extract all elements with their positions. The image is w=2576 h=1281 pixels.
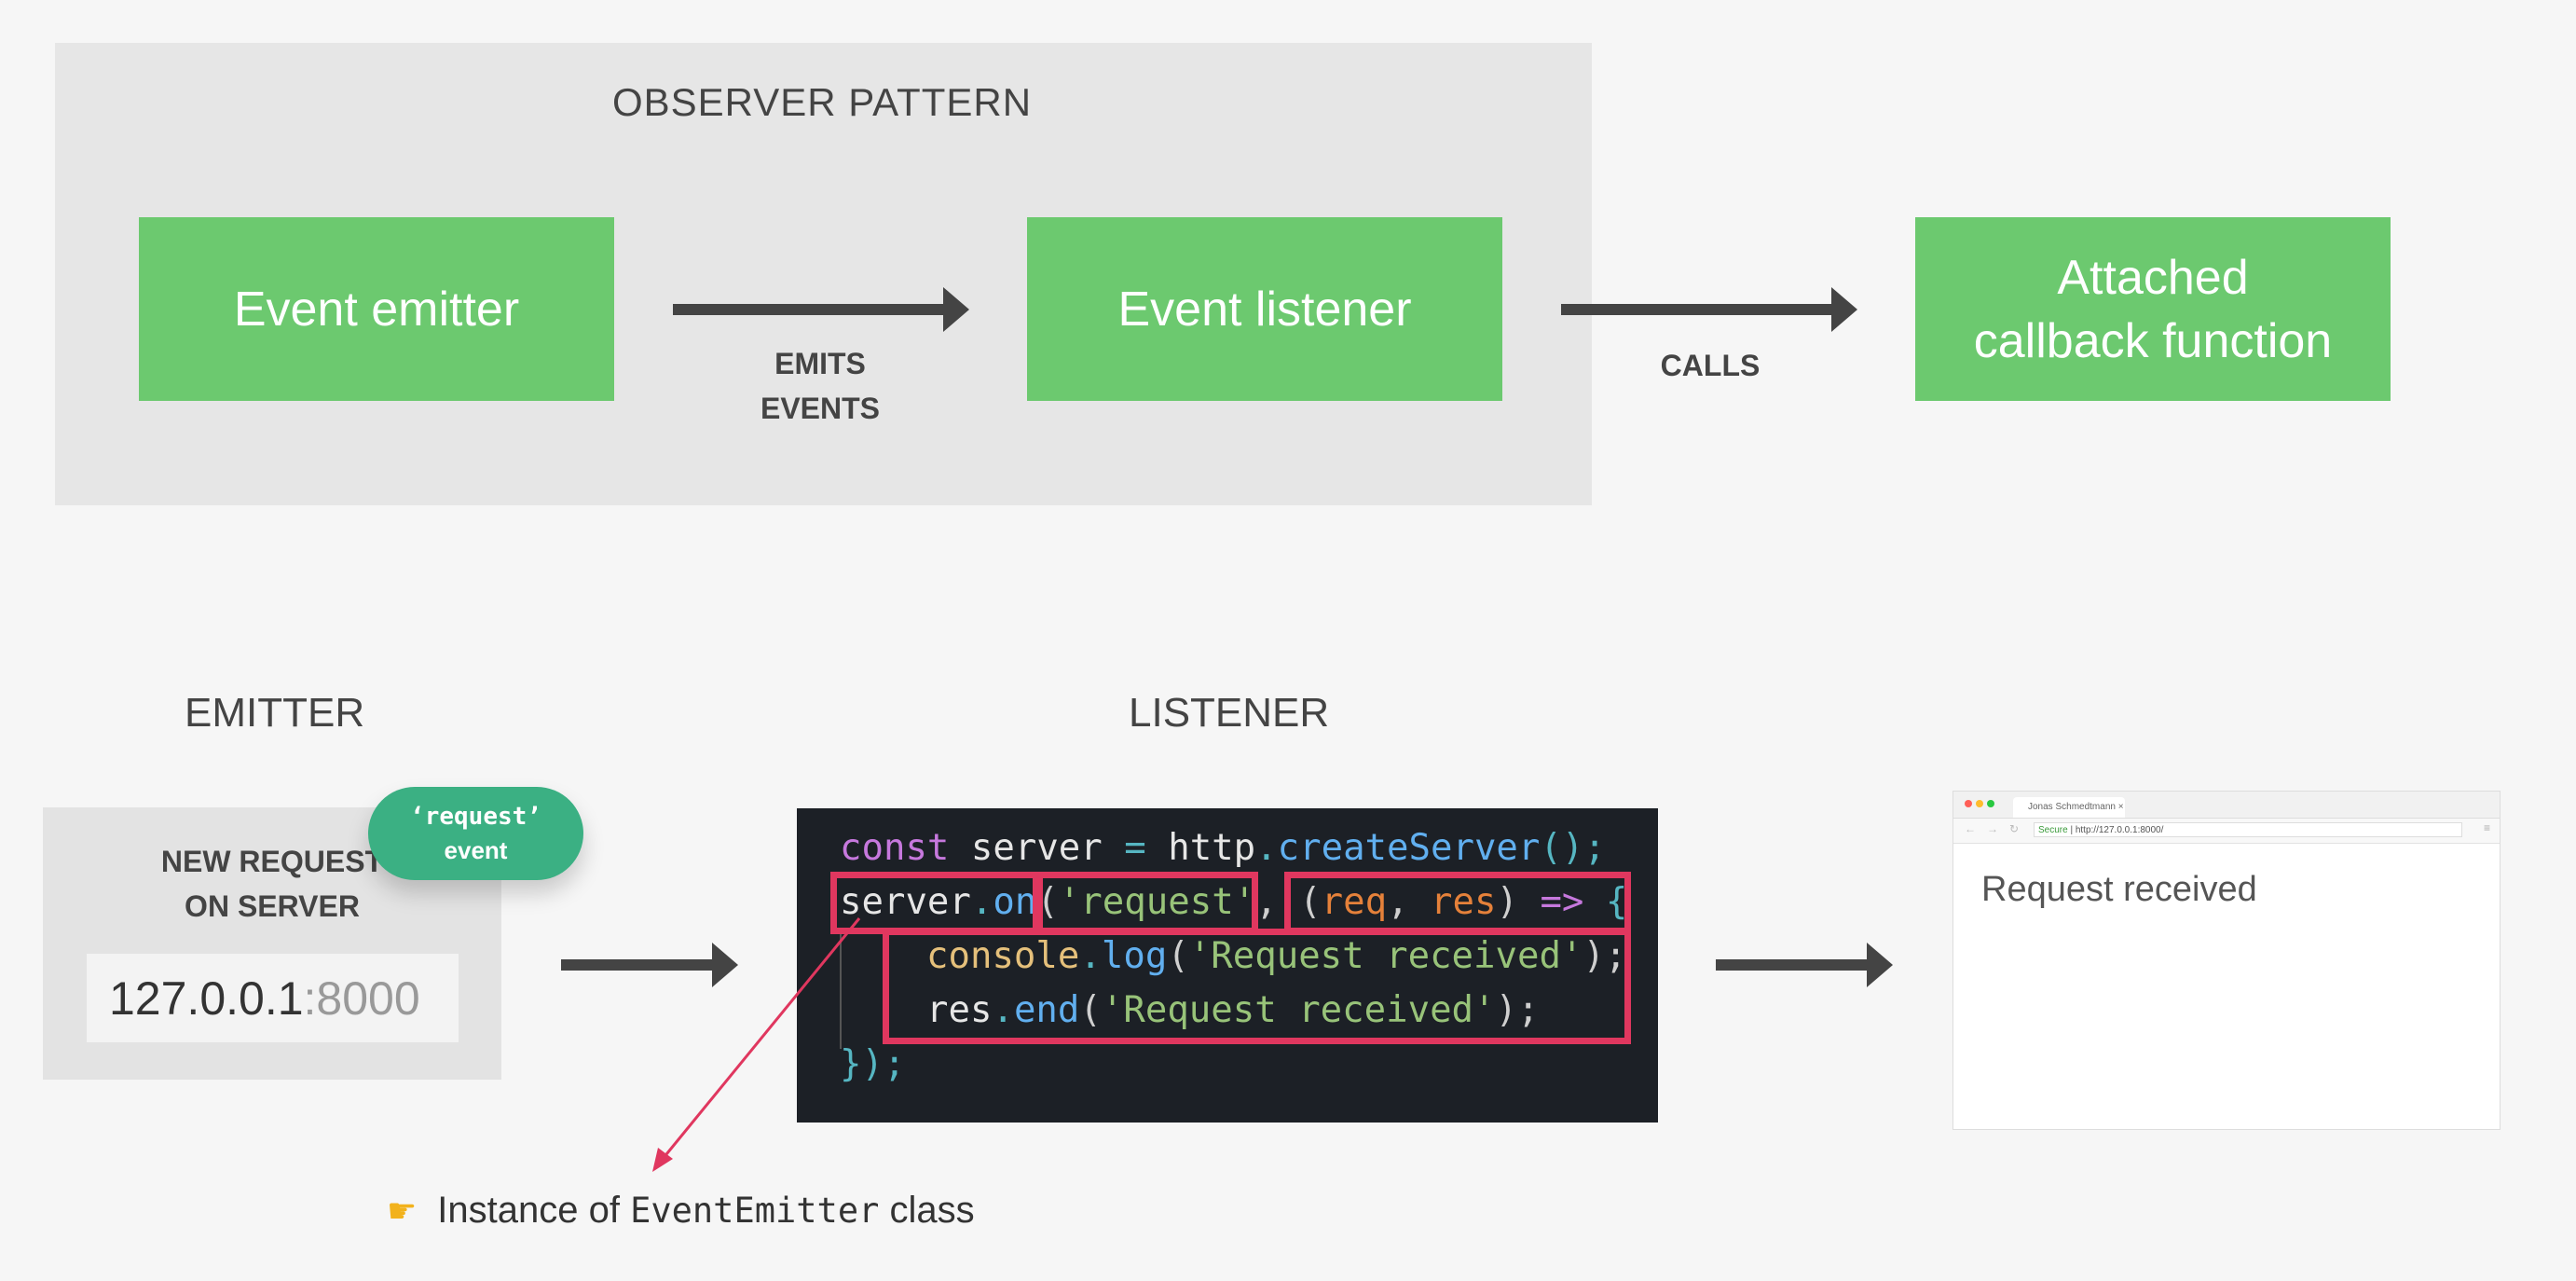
pointing-hand-icon: ☛ <box>387 1191 418 1230</box>
listener-to-browser-arrow-line <box>1716 959 1874 971</box>
ip-address: 127.0.0.1 <box>109 971 304 1025</box>
callback-function-box: Attached callback function <box>1915 217 2391 401</box>
ip-address-box: 127.0.0.1:8000 <box>87 954 459 1042</box>
maximize-dot-icon[interactable] <box>1987 800 1994 807</box>
callback-function-label: Attached callback function <box>1973 250 2333 368</box>
secure-label: Secure <box>2038 825 2068 835</box>
tab-close-icon[interactable]: × <box>2117 802 2124 812</box>
browser-menu-icon[interactable]: ≡ <box>2483 821 2490 834</box>
listener-code-block: const server = http.createServer(); serv… <box>797 808 1658 1123</box>
forward-icon[interactable]: → <box>1987 822 1998 835</box>
event-listener-label: Event listener <box>1117 282 1412 337</box>
highlight-callback-body <box>883 929 1631 1044</box>
request-event-name: ‘request’ <box>410 803 541 831</box>
footnote-class-name: EventEmitter <box>630 1191 880 1231</box>
request-event-word: event <box>444 836 508 864</box>
emits-events-label: EMITS EVENTS <box>760 347 881 425</box>
event-listener-box: Event listener <box>1027 217 1502 401</box>
emits-arrow-head <box>943 287 969 332</box>
page-content: Request received <box>1981 870 2257 909</box>
new-request-text: NEW REQUEST ON SERVER <box>160 845 384 923</box>
footnote-prefix: Instance of <box>437 1190 631 1231</box>
url-text: http://127.0.0.1:8000/ <box>2075 825 2164 835</box>
listener-section-title: LISTENER <box>1129 690 1330 736</box>
emitter-to-listener-arrow-line <box>561 959 719 971</box>
calls-arrow-head <box>1831 287 1857 332</box>
minimize-dot-icon[interactable] <box>1976 800 1983 807</box>
footnote-suffix: class <box>879 1190 975 1231</box>
event-emitter-label: Event emitter <box>233 282 520 337</box>
emits-arrow-line <box>673 304 952 315</box>
footnote: ☛ Instance of EventEmitter class <box>387 1190 975 1232</box>
code-line-3: console.log('Request received'); <box>926 935 1627 977</box>
reload-icon[interactable]: ↻ <box>2009 822 2020 835</box>
calls-label: CALLS <box>1660 349 1761 382</box>
back-icon[interactable]: ← <box>1965 822 1976 835</box>
request-event-bubble: ‘request’ event <box>368 787 583 880</box>
code-line-2: server.on('request', (req, res) => { <box>840 881 1628 923</box>
indent-guide <box>840 928 842 1049</box>
code-line-1: const server = http.createServer(); <box>840 827 1606 869</box>
code-line-4: res.end('Request received'); <box>926 989 1540 1031</box>
emitter-to-listener-arrow-head <box>712 943 738 987</box>
calls-arrow-line <box>1561 304 1841 315</box>
browser-url-row: ← → ↻ Secure | http://127.0.0.1:8000/ ≡ <box>1953 819 2500 844</box>
browser-window: Jonas Schmedtmann × ← → ↻ Secure | http:… <box>1953 791 2501 1130</box>
close-dot-icon[interactable] <box>1965 800 1972 807</box>
ip-port: :8000 <box>303 971 420 1025</box>
code-line-5: }); <box>840 1043 906 1085</box>
address-bar[interactable]: Secure | http://127.0.0.1:8000/ <box>2034 822 2462 837</box>
emitter-section-title: EMITTER <box>185 690 365 736</box>
event-emitter-box: Event emitter <box>139 217 614 401</box>
browser-tab[interactable]: Jonas Schmedtmann × <box>2013 797 2125 818</box>
listener-to-browser-arrow-head <box>1867 943 1893 987</box>
observer-pattern-title: OBSERVER PATTERN <box>611 80 1033 124</box>
browser-tab-bar: Jonas Schmedtmann × <box>1953 792 2500 819</box>
browser-tab-title: Jonas Schmedtmann <box>2028 802 2116 812</box>
